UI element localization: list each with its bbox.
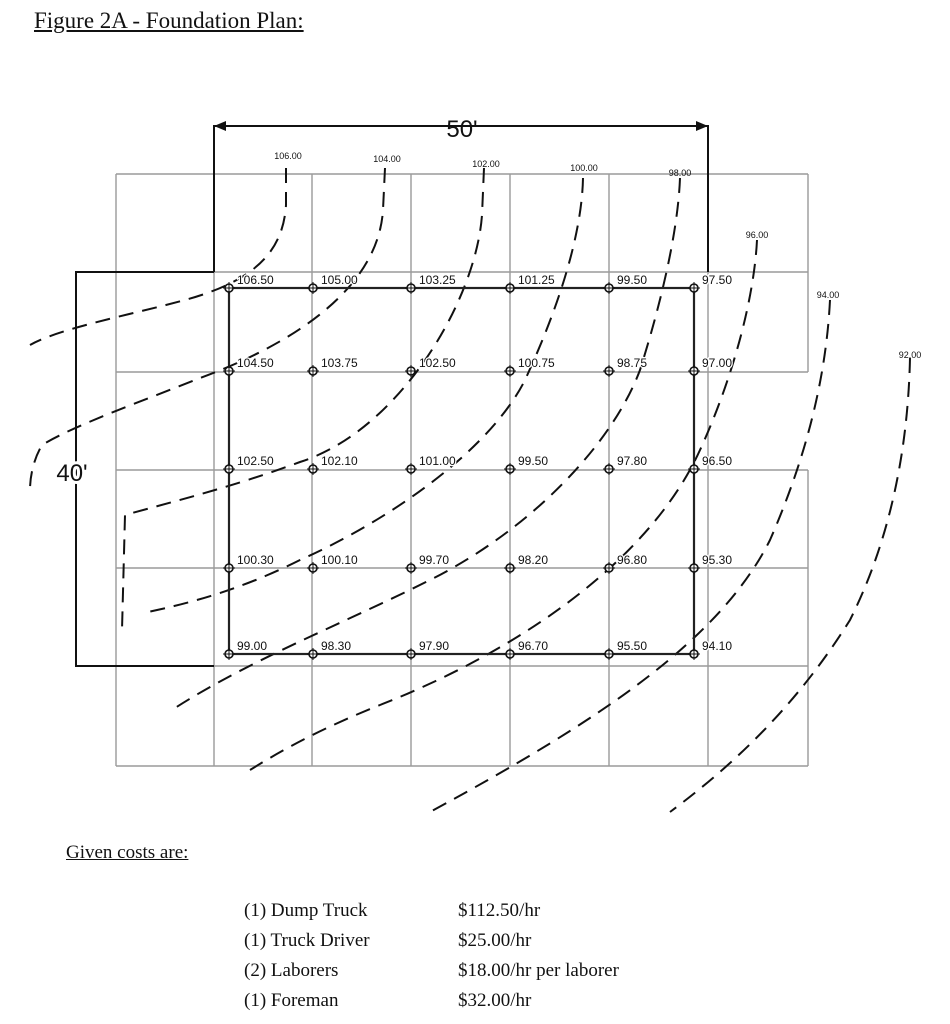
foundation-outline — [227, 286, 696, 656]
spot-elevation-label: 106.50 — [237, 273, 274, 287]
spot-elevation-label: 100.75 — [518, 356, 555, 370]
contour-line — [29, 167, 386, 491]
contour-lines — [29, 167, 911, 813]
contour-labels: 106.00 104.00 102.00 100.00 98.00 96.00 94.00 9… — [274, 151, 921, 360]
spot-elevation-points: 106.50 105.00 103.25 101.25 99.50 97.50 104.50… — [223, 272, 734, 660]
foundation-plan-diagram: 50' 40' 106.50 105.00 103.25 101.25 99.50 97.… — [29, 116, 921, 813]
spot-elevation-label: 103.25 — [419, 273, 456, 287]
width-dimension-line — [213, 125, 709, 272]
contour-line — [249, 239, 758, 771]
spot-elevation-label: 98.20 — [518, 553, 548, 567]
contour-line — [669, 357, 911, 813]
contour-label: 102.00 — [472, 159, 500, 169]
spot-elevation-label: 100.10 — [321, 553, 358, 567]
spot-elevation-label: 101.25 — [518, 273, 555, 287]
cost-row: (1) Truck Driver $25.00/hr — [244, 926, 619, 956]
contour-line — [147, 177, 584, 613]
spot-elevation-label: 99.50 — [617, 273, 647, 287]
spot-elevation-label: 98.30 — [321, 639, 351, 653]
spot-elevation-label: 99.50 — [518, 454, 548, 468]
figure-title: Figure 2A - Foundation Plan: — [34, 8, 304, 33]
spot-elevation-label: 105.00 — [321, 273, 358, 287]
spot-elevation-label: 104.50 — [237, 356, 274, 370]
spot-elevation-label: 99.70 — [419, 553, 449, 567]
spot-elevation-label: 103.75 — [321, 356, 358, 370]
cost-row: (1) Dump Truck $112.50/hr — [244, 896, 619, 926]
width-dimension-arrow-left — [214, 121, 226, 131]
contour-line — [174, 177, 681, 709]
spot-elevation-label: 96.80 — [617, 553, 647, 567]
cost-item: (1) Foreman — [244, 990, 339, 1011]
height-dimension-line — [75, 271, 214, 667]
foundation-rectangle — [227, 286, 696, 656]
contour-label: 96.00 — [746, 230, 769, 240]
cost-item: (1) Truck Driver — [244, 930, 370, 951]
contour-label: 104.00 — [373, 154, 401, 164]
cost-rate: $32.00/hr — [458, 990, 532, 1011]
spot-elevation-label: 95.30 — [702, 553, 732, 567]
spot-elevation-label: 97.50 — [702, 273, 732, 287]
spot-elevation-label: 102.50 — [419, 356, 456, 370]
contour-label: 94.00 — [817, 290, 840, 300]
site-grid — [115, 173, 809, 767]
costs-body: (1) Dump Truck $112.50/hr (1) Truck Driver… — [244, 896, 619, 1016]
contour-line — [121, 167, 485, 631]
contour-line — [29, 168, 287, 346]
cost-rate: $112.50/hr — [458, 900, 541, 921]
spot-elevation-label: 100.30 — [237, 553, 274, 567]
spot-elevation-label: 96.50 — [702, 454, 732, 468]
contour-label: 98.00 — [669, 168, 692, 178]
spot-elevation-label: 98.75 — [617, 356, 647, 370]
spot-elevation-label: 96.70 — [518, 639, 548, 653]
spot-elevation-label: 97.80 — [617, 454, 647, 468]
spot-elevation-label: 101.00 — [419, 454, 456, 468]
height-dimension-label: 40' — [56, 460, 87, 487]
cost-rate: $25.00/hr — [458, 930, 532, 951]
width-dimension-label: 50' — [446, 116, 477, 143]
cost-row: (2) Laborers $18.00/hr per laborer — [244, 956, 619, 986]
costs-table: (1) Dump Truck $112.50/hr (1) Truck Driver… — [244, 896, 619, 1016]
contour-label: 92.00 — [899, 350, 922, 360]
spot-elevation-label: 102.10 — [321, 454, 358, 468]
cost-item: (2) Laborers — [244, 960, 339, 981]
width-dimension-arrow-right — [696, 121, 708, 131]
cost-item: (1) Dump Truck — [244, 900, 368, 921]
spot-elevation-label: 102.50 — [237, 454, 274, 468]
cost-rate: $18.00/hr per laborer — [458, 960, 619, 981]
contour-label: 100.00 — [570, 163, 598, 173]
contour-label: 106.00 — [274, 151, 302, 161]
cost-row: (1) Foreman $32.00/hr — [244, 986, 619, 1016]
spot-elevation-label: 99.00 — [237, 639, 267, 653]
costs-heading: Given costs are: — [66, 842, 189, 863]
spot-elevation-label: 94.10 — [702, 639, 732, 653]
spot-elevation-label: 97.90 — [419, 639, 449, 653]
dimension-lines: 50' 40' — [53, 116, 709, 667]
spot-elevation-label: 97.00 — [702, 356, 732, 370]
spot-elevation-label: 95.50 — [617, 639, 647, 653]
